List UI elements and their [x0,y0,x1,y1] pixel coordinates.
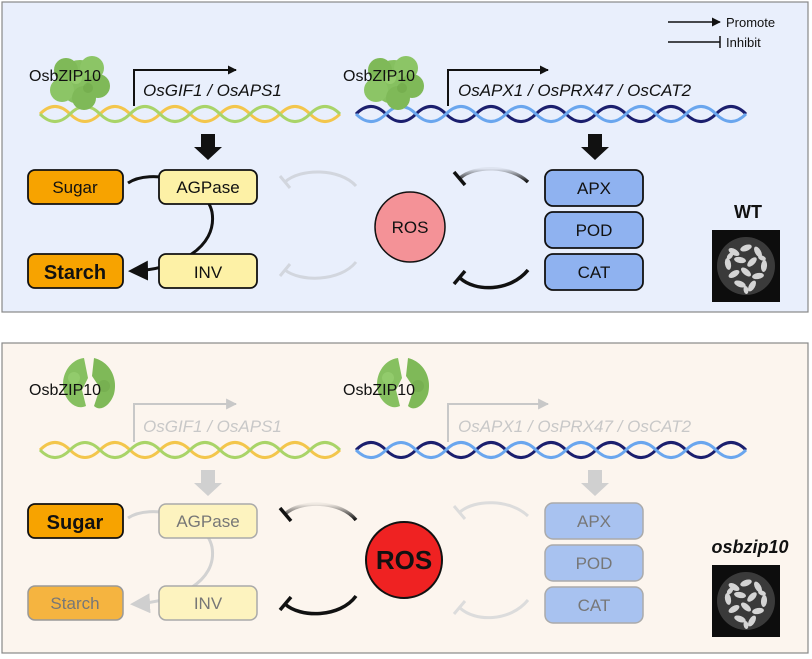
inv-box-mutant [158,585,258,621]
factor-left-wt: OsbZIP10 [29,68,101,85]
ros-inhibit-arc-upper-left-mutant [283,502,358,522]
promoter-arrow-right-mutant [447,398,550,442]
antioxidant-inhibit-arc-upper-mutant [459,501,530,518]
promoter-arrow-right-wt [447,65,549,106]
ros-inhibit-bar-upper-left-mutant [278,506,293,523]
promote-legend-label: Promote [726,15,775,30]
cat-label-wt: CAT [578,263,611,282]
antioxidant-inhibit-arc-upper-wt [458,166,530,184]
apx-box-mutant [544,502,644,540]
ros-inhibit-bar-lower-left-mutant [278,595,293,612]
ros-inhibit-bar-upper-left-wt [278,175,292,189]
antioxidant-inhibit-arc-lower-mutant [458,599,530,620]
factor-left-mutant: OsbZIP10 [29,382,101,399]
cat-label-mutant: CAT [578,596,611,615]
agpase-box-mutant [158,503,258,539]
ros-inhibit-arc-lower-left-wt [284,260,358,280]
ros-label-mutant: ROS [376,545,432,575]
promoter-arrow-left-mutant [133,398,238,442]
genes-right-wt: OsAPX1 / OsPRX47 / OsCAT2 [458,81,692,100]
sugar-box-mutant [27,503,124,539]
genes-left-wt: OsGIF1 / OsAPS1 [143,81,282,100]
expression-arrow-left-wt [194,134,222,160]
agpase-label-wt: AGPase [176,178,239,197]
grain-image-wt [712,230,780,302]
genotype-label-mutant: osbzip10 [711,537,788,557]
antioxidant-inhibit-bar-upper-wt [452,170,467,187]
starch-label-wt: Starch [44,262,106,284]
apx-label-wt: APX [577,179,611,198]
ros-circle-mutant [365,521,443,599]
inv-box-wt [158,253,258,289]
pod-label-mutant: POD [576,554,613,573]
promoter-arrow-left-wt [133,65,237,106]
starch-label-mutant: Starch [50,594,99,613]
expression-arrow-left-mutant [194,470,222,496]
expression-arrow-right-mutant [581,470,609,496]
agpase-label-mutant: AGPase [176,512,239,531]
pod-label-wt: POD [576,221,613,240]
antioxidant-inhibit-bar-lower-wt [452,269,467,286]
ros-label-wt: ROS [392,218,429,237]
starch-box-mutant [27,585,124,621]
genes-right-mutant: OsAPX1 / OsPRX47 / OsCAT2 [458,417,692,436]
antioxidant-inhibit-bar-upper-mutant [452,505,467,520]
inv-label-mutant: INV [194,594,223,613]
ros-circle-wt [374,191,446,263]
sugar-label-mutant: Sugar [47,512,104,534]
antioxidant-inhibit-bar-lower-mutant [452,600,467,615]
factor-right-wt: OsbZIP10 [343,68,415,85]
ros-inhibit-arc-upper-left-wt [283,170,358,188]
genotype-label-wt: WT [734,202,762,222]
apx-label-mutant: APX [577,512,611,531]
pod-box-mutant [544,544,644,582]
sugar-label-wt: Sugar [52,178,98,197]
legend: Promote Inhibit [668,15,775,50]
genes-left-mutant: OsGIF1 / OsAPS1 [143,417,282,436]
inv-label-wt: INV [194,263,223,282]
starch-box-wt [27,253,124,289]
cat-box-wt [544,253,644,291]
expression-arrow-right-wt [581,134,609,160]
ros-inhibit-arc-lower-left-mutant [283,594,358,616]
ros-inhibit-bar-lower-left-wt [278,263,292,277]
cat-box-mutant [544,586,644,624]
agpase-box-wt [158,169,258,205]
grain-image-mutant [712,565,780,637]
apx-box-wt [544,169,644,207]
antioxidant-inhibit-arc-lower-wt [458,268,530,290]
factor-right-mutant: OsbZIP10 [343,382,415,399]
pod-box-wt [544,211,644,249]
sugar-box-wt [27,169,124,205]
inhibit-legend-label: Inhibit [726,35,761,50]
